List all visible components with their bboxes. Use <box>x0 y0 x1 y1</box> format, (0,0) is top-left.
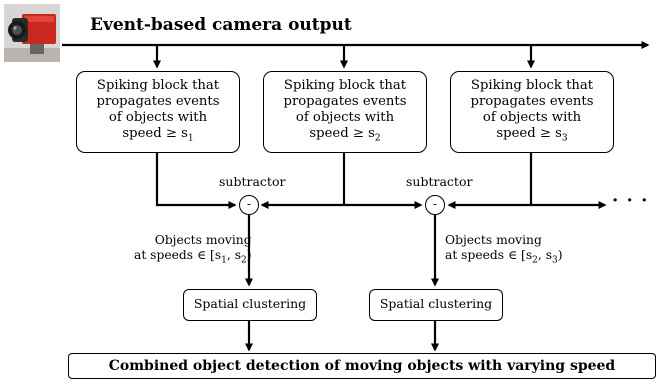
range-line-2: at speeds ∈ [s1, s2) <box>134 248 252 268</box>
continuation-dots: · · · · <box>612 190 657 211</box>
event-camera-icon <box>4 4 60 62</box>
block-line-2: propagates events <box>96 94 220 109</box>
range-line-2: at speeds ∈ [s2, s3) <box>445 248 563 268</box>
range-mid: , s <box>226 248 242 262</box>
block-line-3: of objects with <box>482 110 582 125</box>
spatial-clustering-1: Spatial clustering <box>183 289 317 321</box>
speed-subscript: 1 <box>187 133 194 144</box>
speed-threshold-text: speed ≥ s <box>496 126 562 141</box>
spiking-block-1: Spiking block that propagates events of … <box>76 71 240 153</box>
spiking-block-3: Spiking block that propagates events of … <box>450 71 614 153</box>
range-sub-a: 2 <box>532 255 538 266</box>
range-line-1: Objects moving <box>154 233 252 247</box>
speed-subscript: 3 <box>561 133 568 144</box>
range-mid: , s <box>537 248 553 262</box>
block-line-4: speed ≥ s1 <box>77 126 239 147</box>
subtractor-label-1: subtractor <box>219 174 286 189</box>
spiking-block-2: Spiking block that propagates events of … <box>263 71 427 153</box>
range-sub-b: 3 <box>552 255 558 266</box>
combined-detection-box: Combined object detection of moving obje… <box>68 353 656 379</box>
block1-to-sub1-arrow <box>155 152 237 209</box>
block-line-4: speed ≥ s2 <box>264 126 426 147</box>
block-line-3: of objects with <box>295 110 395 125</box>
speed-threshold-text: speed ≥ s <box>122 126 188 141</box>
range-prefix: at speeds ∈ [s <box>134 248 222 262</box>
range-sub-a: 1 <box>221 255 227 266</box>
range-end: ) <box>246 248 252 262</box>
block-line-1: Spiking block that <box>283 78 407 93</box>
block-line-4: speed ≥ s3 <box>451 126 613 147</box>
speed-range-label-1: Objects moving at speeds ∈ [s1, s2) <box>130 233 252 268</box>
block-line-2: propagates events <box>470 94 594 109</box>
range-end: ) <box>557 248 563 262</box>
speed-threshold-text: speed ≥ s <box>309 126 375 141</box>
speed-range-label-2: Objects moving at speeds ∈ [s2, s3) <box>445 233 563 268</box>
range-line-1: Objects moving <box>445 233 542 247</box>
subtractor-node-2: - <box>425 195 445 215</box>
output-title: Event-based camera output <box>90 15 352 35</box>
block-line-1: Spiking block that <box>96 78 220 93</box>
subtractor-label-2: subtractor <box>406 174 473 189</box>
subtractor-node-1: - <box>239 195 259 215</box>
block-line-3: of objects with <box>108 110 208 125</box>
spatial-clustering-2: Spatial clustering <box>369 289 503 321</box>
range-sub-b: 2 <box>241 255 247 266</box>
block-line-2: propagates events <box>283 94 407 109</box>
range-prefix: at speeds ∈ [s <box>445 248 533 262</box>
speed-subscript: 2 <box>374 133 381 144</box>
block-line-1: Spiking block that <box>470 78 594 93</box>
